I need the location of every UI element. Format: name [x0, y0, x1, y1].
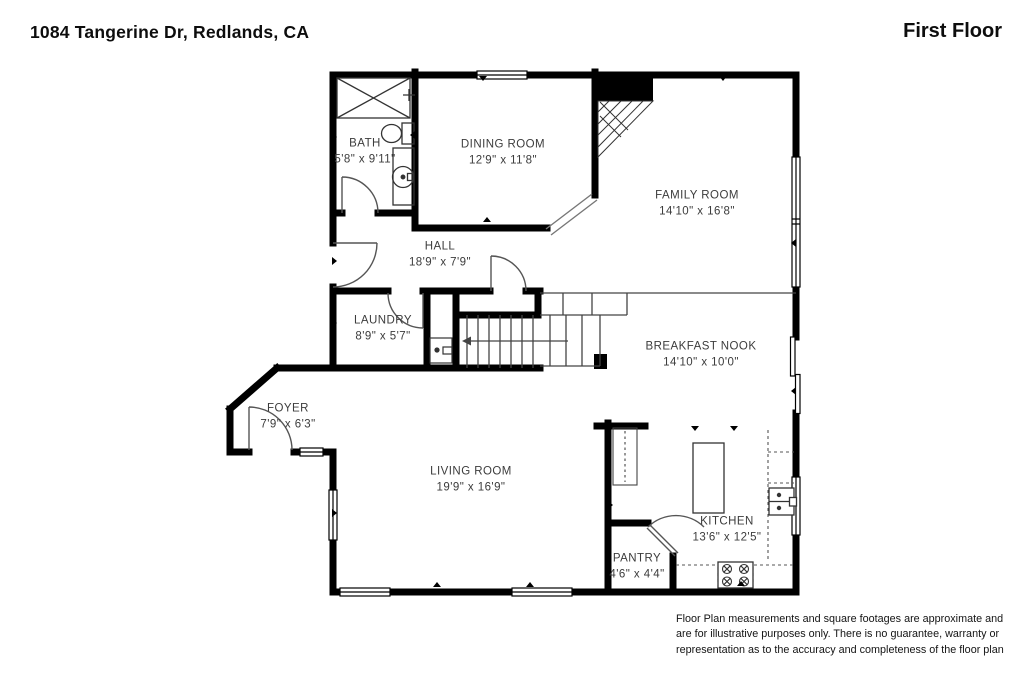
stair-direction-arrow [462, 336, 471, 346]
bath-door [341, 176, 379, 214]
room-name: HALL [424, 240, 456, 253]
kitchen-fixtures [612, 427, 798, 590]
room-name: FOYER [267, 402, 309, 415]
room-name: DINING ROOM [460, 138, 546, 151]
dining-window [476, 70, 528, 80]
interior-walls [329, 68, 677, 596]
family-room-window [791, 156, 801, 288]
room-dims: 4'6" x 4'4" [609, 568, 665, 580]
stair-closet-door [490, 255, 527, 292]
room-label-living-room: LIVING ROOM 19'9" x 16'9" [430, 464, 512, 495]
dining-cased-opening [545, 193, 598, 236]
disclaimer-text: Floor Plan measurements and square foota… [676, 613, 1004, 656]
room-name: BREAKFAST NOOK [645, 340, 757, 353]
walls [225, 68, 800, 596]
room-name: KITCHEN [700, 515, 754, 528]
nook-sliding-door [789, 336, 801, 415]
tall-cabinet-icon [612, 427, 638, 486]
laundry-door [387, 292, 424, 329]
stove-icon [717, 561, 754, 589]
room-dims: 19'9" x 16'9" [436, 481, 506, 493]
room-dims: 14'10" x 10'0" [663, 356, 739, 368]
shower-valve-icon [403, 89, 415, 101]
room-name: BATH [349, 137, 381, 150]
kitchen-sink-icon [768, 487, 798, 516]
stair-header-block [592, 72, 653, 101]
staircase [462, 292, 796, 368]
entry-door [248, 406, 293, 451]
living-window-bottom-2 [511, 587, 573, 597]
pantry-door [646, 514, 705, 557]
laundry-sink-icon [429, 337, 453, 364]
counter-outline [676, 430, 794, 590]
room-label-laundry: LAUNDRY 8'9" x 5'7" [354, 313, 412, 344]
living-window-bottom-1 [339, 587, 391, 597]
floor-title: First Floor [903, 20, 1002, 42]
measurement-ticks [228, 76, 796, 587]
room-label-pantry: PANTRY 4'6" x 4'4" [609, 551, 664, 582]
room-dims: 18'9" x 7'9" [408, 256, 472, 268]
room-dims: 14'10" x 16'8" [659, 205, 735, 217]
property-address: 1084 Tangerine Dr, Redlands, CA [30, 22, 310, 42]
room-label-dining-room: DINING ROOM 12'9" x 11'8" [461, 137, 545, 168]
room-label-bath: BATH 5'8" x 9'11" [334, 136, 395, 167]
tub-icon [336, 77, 411, 119]
doors [248, 176, 705, 557]
room-dims: 5'8" x 9'11" [334, 153, 396, 165]
room-name: LIVING ROOM [430, 465, 512, 478]
room-dims: 7'9" x 6'3" [260, 418, 316, 430]
room-label-breakfast-nook: BREAKFAST NOOK 14'10" x 10'0" [646, 339, 757, 370]
room-label-kitchen: KITCHEN 13'6" x 12'5" [693, 514, 762, 545]
stair-hatch [597, 100, 655, 159]
room-dims: 8'9" x 5'7" [355, 330, 411, 342]
room-label-foyer: FOYER 7'9" x 6'3" [260, 401, 315, 432]
hall-side-door [332, 242, 378, 288]
room-name: FAMILY ROOM [655, 189, 739, 202]
room-dims: 13'6" x 12'5" [692, 531, 762, 543]
room-name: LAUNDRY [354, 314, 412, 327]
room-name: PANTRY [612, 552, 662, 565]
island-icon [692, 442, 725, 514]
room-dims: 12'9" x 11'8" [468, 154, 538, 166]
room-label-hall: HALL 18'9" x 7'9" [409, 239, 471, 270]
foyer-window [299, 447, 324, 457]
room-label-family-room: FAMILY ROOM 14'10" x 16'8" [655, 188, 739, 219]
vanity-sink-icon [391, 147, 415, 206]
